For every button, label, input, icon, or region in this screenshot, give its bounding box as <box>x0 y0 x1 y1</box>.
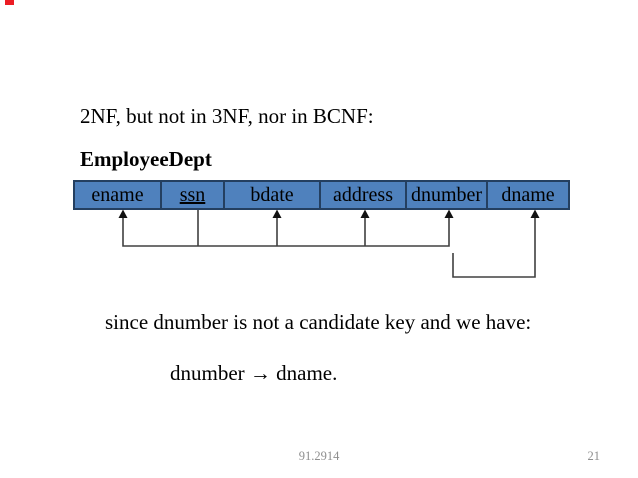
column-label-ssn: ssn <box>179 183 206 206</box>
arrowhead-dnumber <box>444 209 454 218</box>
arrowhead-address <box>360 209 370 218</box>
transitive-dependency-arrow <box>452 217 536 278</box>
table-cell-dnumber: dnumber <box>405 182 486 208</box>
course-code: 91.2914 <box>298 449 340 463</box>
pk-bracket-line <box>122 217 450 247</box>
transitive-bracket-line <box>452 217 536 278</box>
column-label-address: address <box>333 183 393 206</box>
column-label-bdate: bdate <box>250 183 294 206</box>
relation-name-label: EmployeeDept <box>80 147 212 171</box>
table-cell-bdate: bdate <box>223 182 319 208</box>
arrowhead-ename <box>118 209 128 218</box>
column-label-dname: dname <box>501 183 555 206</box>
arrowhead-bdate <box>272 209 282 218</box>
table-cell-ename: ename <box>75 182 160 208</box>
pk-dependency-arrows <box>122 210 450 247</box>
page-number: 21 <box>587 449 601 463</box>
slide-title: 2NF, but not in 3NF, nor in BCNF: <box>80 104 374 128</box>
employee-dept-table: ename ssn bdate address dnumber dname <box>73 180 570 210</box>
dependency-statement: dnumber → dname. <box>170 361 338 385</box>
note-text: since dnumber is not a candidate key and… <box>105 310 532 334</box>
pk-arrowheads <box>118 209 454 218</box>
table-cell-dname: dname <box>486 182 568 208</box>
arrowhead-dname <box>530 209 540 218</box>
column-label-ename: ename <box>91 183 144 206</box>
table-cell-ssn: ssn <box>160 182 223 208</box>
column-label-dnumber: dnumber <box>410 183 483 206</box>
table-cell-address: address <box>319 182 405 208</box>
transitive-arrowhead <box>530 209 540 218</box>
red-mark <box>5 0 14 5</box>
